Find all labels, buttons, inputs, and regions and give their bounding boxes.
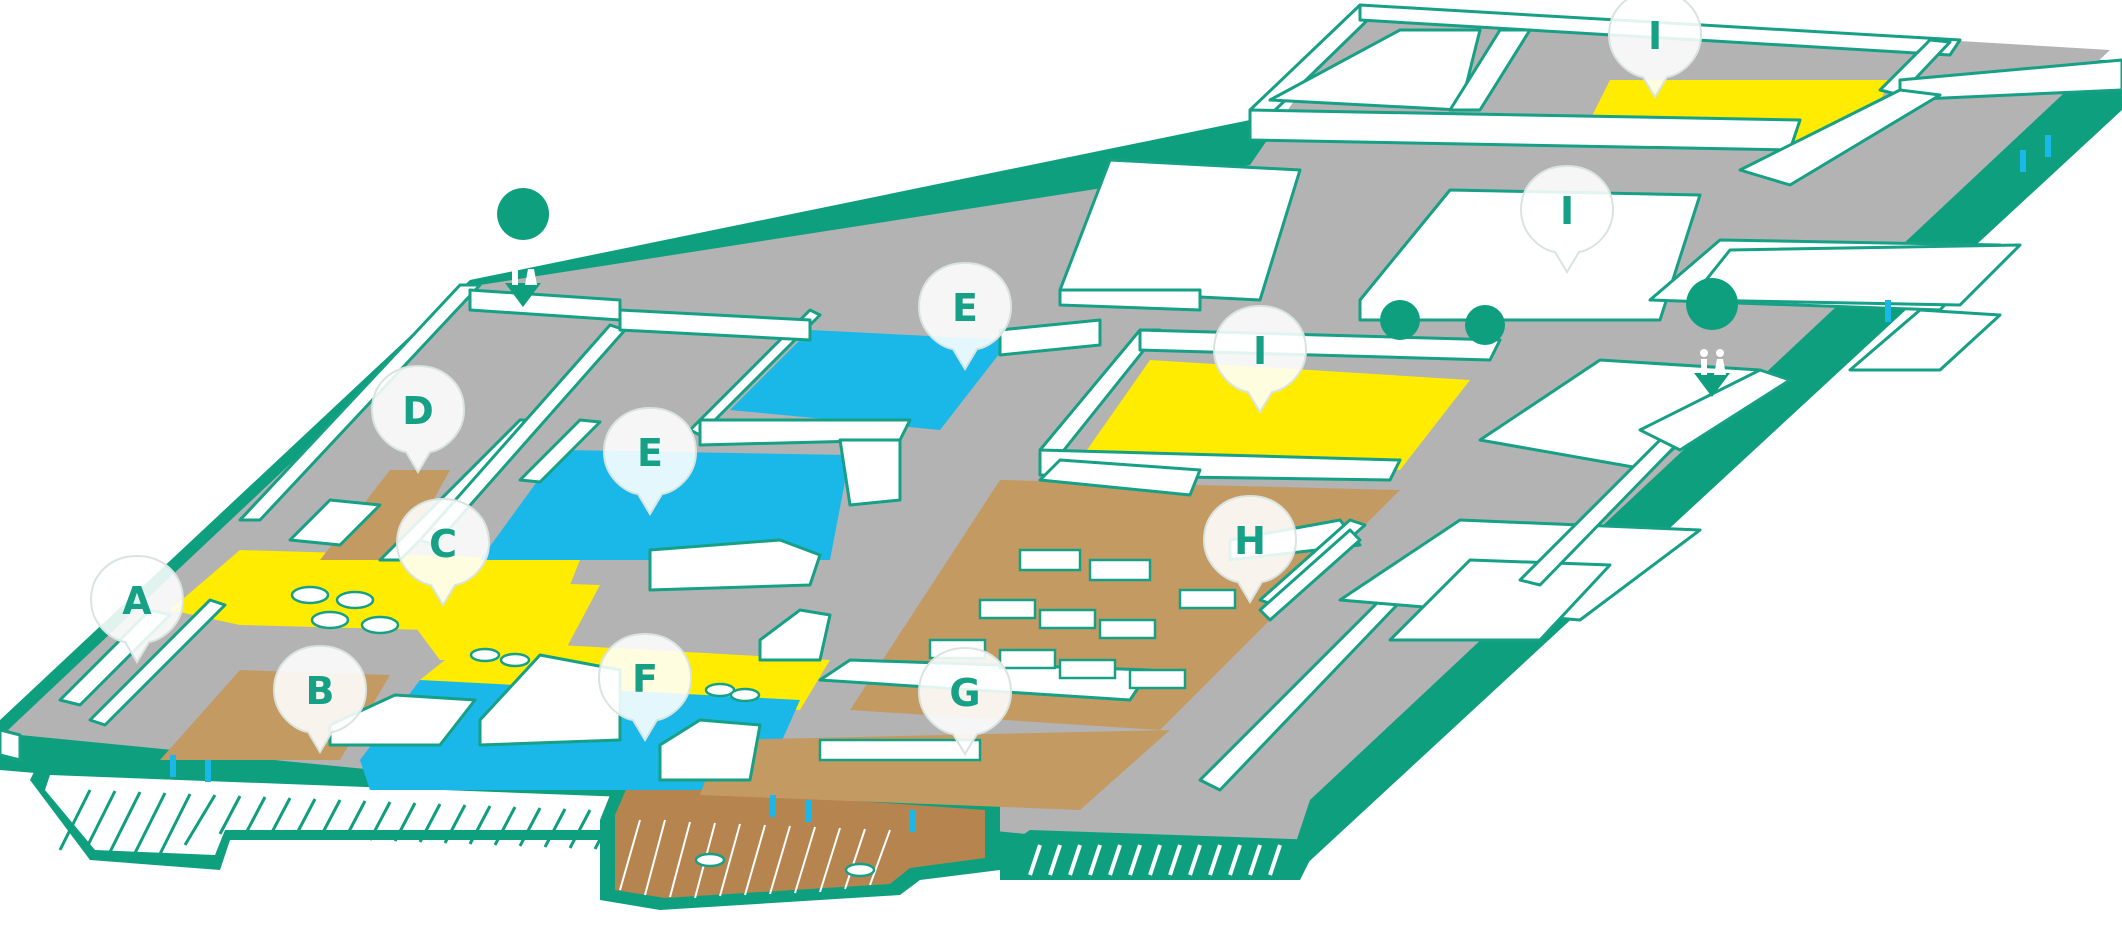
lounge-tables <box>290 585 400 635</box>
east-deck <box>1000 830 1320 880</box>
marker-e-upper-label: E <box>952 286 978 330</box>
zone-e-upper-blue <box>730 330 1010 430</box>
marker-c-pin <box>395 497 491 607</box>
walls-e-rooms <box>618 308 1102 507</box>
marker-f-label: F <box>632 657 658 701</box>
marker-c[interactable]: C <box>395 497 491 607</box>
marker-d[interactable]: D <box>370 364 466 474</box>
zone-e-lower-blue <box>480 450 850 560</box>
marker-h-pin <box>1202 494 1298 604</box>
restroom-icon-east[interactable] <box>1686 278 1739 397</box>
doors <box>170 135 2051 832</box>
marker-f-pin <box>597 632 693 742</box>
marker-e-lower-pin <box>602 406 698 516</box>
marker-d-pin <box>370 364 466 474</box>
zone-i-center-yellow <box>1080 360 1470 470</box>
marker-g-pin <box>917 646 1013 756</box>
marker-i-top-pin <box>1607 0 1703 99</box>
walls-west-wing <box>0 283 627 762</box>
central-wood-deck <box>600 770 1000 910</box>
marker-e-upper-pin <box>917 261 1013 371</box>
marker-e-upper[interactable]: E <box>917 261 1013 371</box>
marker-e-lower-label: E <box>637 431 663 475</box>
marker-b[interactable]: B <box>272 644 368 754</box>
plants <box>1380 300 1505 345</box>
marker-i-middle-pin <box>1519 164 1615 274</box>
marker-a-pin <box>89 554 185 664</box>
marker-i-center[interactable]: I <box>1212 304 1308 414</box>
marker-b-label: B <box>306 669 335 713</box>
marker-h-label: H <box>1234 519 1266 563</box>
marker-f[interactable]: F <box>597 632 693 742</box>
marker-h[interactable]: H <box>1202 494 1298 604</box>
marker-e-lower[interactable]: E <box>602 406 698 516</box>
zone-g-brown <box>700 730 1170 810</box>
marker-i-middle[interactable]: I <box>1519 164 1615 274</box>
marker-g-label: G <box>949 671 980 715</box>
restroom-icon-west[interactable] <box>497 188 550 307</box>
dining-tables <box>818 548 1237 762</box>
marker-a-label: A <box>122 579 152 623</box>
marker-g[interactable]: G <box>917 646 1013 756</box>
marker-d-label: D <box>402 389 434 433</box>
marker-i-center-pin <box>1212 304 1308 414</box>
marker-i-middle-label: I <box>1560 189 1574 233</box>
cafe-tables <box>469 647 876 878</box>
marker-i-center-label: I <box>1253 329 1267 373</box>
marker-c-label: C <box>429 522 457 566</box>
marker-i-top-label: I <box>1648 14 1662 58</box>
marker-b-pin <box>272 644 368 754</box>
zone-c-yellow <box>410 580 600 660</box>
marker-a[interactable]: A <box>89 554 185 664</box>
walls-rooms-b-f <box>328 538 832 782</box>
walls-east-wing <box>1038 158 2002 792</box>
marker-i-top[interactable]: I <box>1607 0 1703 99</box>
walls-north-wing <box>1248 3 2122 307</box>
zone-markers: A B C D E E F G H I I I <box>89 0 1703 756</box>
zone-d-brown <box>320 470 450 560</box>
